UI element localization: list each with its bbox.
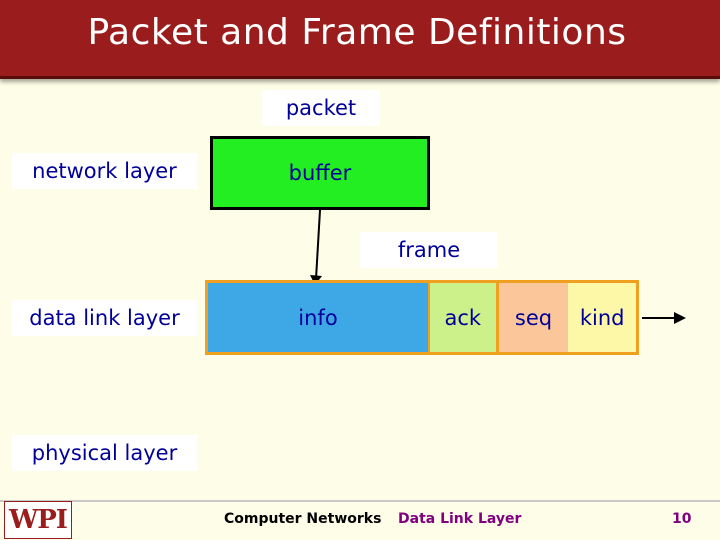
packet-label: packet [262,90,380,126]
frame-field-ack: ack [429,283,496,352]
wpi-logo: WPI [4,501,72,539]
frame-field-ack-label: ack [444,305,482,330]
footer-divider [0,500,720,502]
frame-label: frame [360,232,498,268]
frame-field-kind: kind [568,283,636,352]
frame-field-info: info [208,283,428,352]
footer-course: Computer Networks [224,511,382,527]
frame-right-arrow [642,312,686,324]
frame-field-kind-label: kind [579,305,625,330]
frame-field-info-label: info [298,305,338,330]
frame-field-seq: seq [498,283,569,352]
page-number: 10 [672,511,692,527]
buffer-to-info-arrow [310,209,322,285]
frame-structure: info ack seq kind [205,280,639,355]
title-bar: Packet and Frame Definitions [0,0,720,79]
frame-field-seq-label: seq [514,305,553,330]
buffer-label: buffer [288,161,352,185]
buffer-box: buffer [210,136,430,210]
physical-layer-label: physical layer [12,435,197,471]
slide-title: Packet and Frame Definitions [87,12,627,53]
network-layer-label: network layer [12,153,197,189]
footer-topic: Data Link Layer [398,511,522,527]
data-link-layer-label: data link layer [12,300,197,336]
